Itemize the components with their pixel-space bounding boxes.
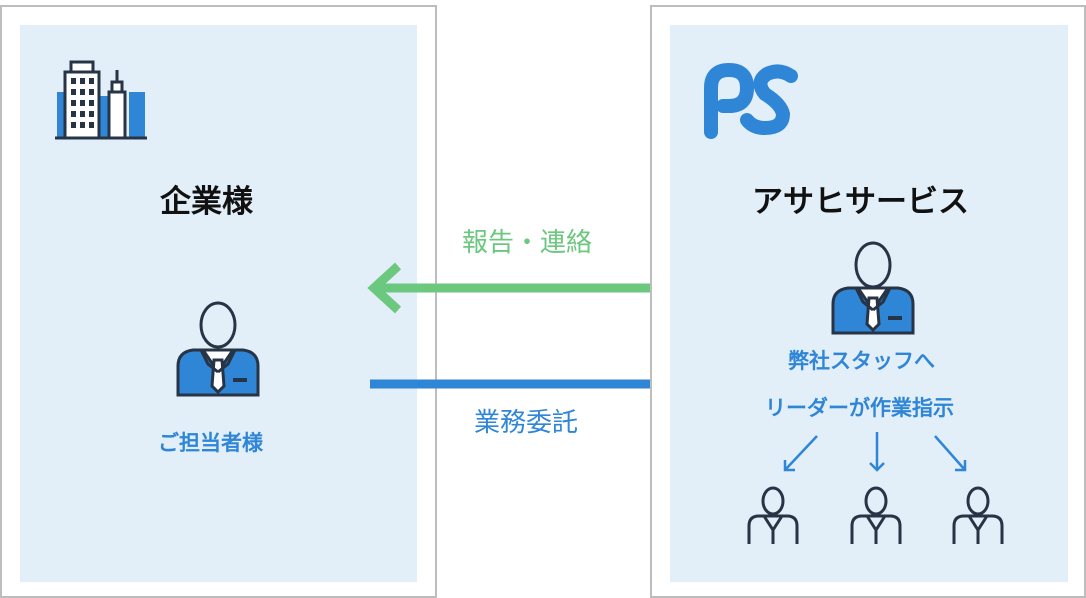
company-panel: [650, 5, 1086, 598]
ps-logo-icon: [704, 62, 798, 139]
instruction-line-2: リーダーが作業指示: [765, 396, 954, 420]
staff-person-icon: [952, 486, 1004, 544]
outsource-label: 業務委託: [474, 408, 579, 438]
company-title: アサヒサービス: [752, 184, 969, 220]
leader-businessman-icon: [831, 241, 915, 335]
report-label: 報告・連絡: [462, 228, 593, 258]
city-buildings-icon: [55, 60, 147, 140]
client-person-label: ご担当者様: [158, 431, 263, 455]
instruction-arrows: [783, 432, 967, 472]
businessman-icon: [176, 301, 260, 397]
staff-person-icon: [850, 486, 902, 544]
staff-person-icon: [747, 486, 799, 544]
instruction-line-1: 弊社スタッフへ: [788, 349, 935, 373]
client-title: 企業様: [160, 184, 253, 220]
